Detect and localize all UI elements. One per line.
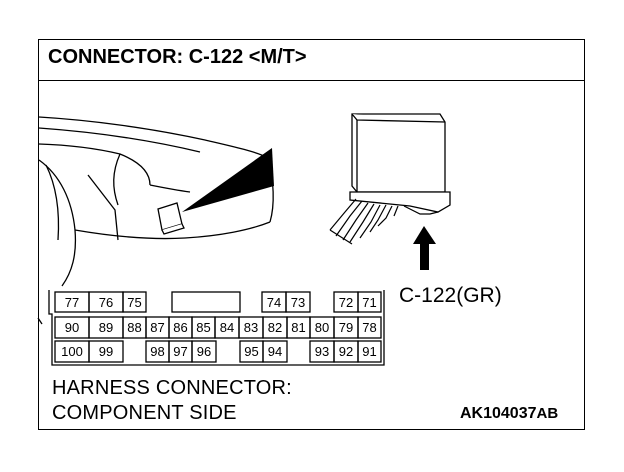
- reference-code-suffix: AB: [536, 405, 559, 422]
- title-divider: [38, 80, 585, 81]
- figure-reference-code: AK104037AB: [460, 405, 558, 423]
- up-arrow-icon: [413, 226, 436, 270]
- harness-caption-line2: COMPONENT SIDE: [52, 402, 237, 424]
- reference-code-main: AK104037: [460, 405, 537, 422]
- connector-code-label: C-122(GR): [399, 284, 502, 307]
- pin-83: 83: [244, 320, 258, 335]
- harness-caption-line1: HARNESS CONNECTOR:: [52, 377, 292, 399]
- pin-89: 89: [99, 320, 113, 335]
- pin-85: 85: [196, 320, 210, 335]
- pin-81: 81: [291, 320, 305, 335]
- pin-96: 96: [197, 344, 211, 359]
- pin-97: 97: [173, 344, 187, 359]
- dashboard-drawing: [38, 116, 274, 287]
- pin-95: 95: [244, 344, 258, 359]
- pin-100: 100: [61, 344, 83, 359]
- pin-86: 86: [173, 320, 187, 335]
- pin-73: 73: [291, 295, 305, 310]
- pin-75: 75: [127, 295, 141, 310]
- ecu-module: [349, 113, 451, 213]
- pin-92: 92: [339, 344, 353, 359]
- pin-90: 90: [65, 320, 79, 335]
- pin-84: 84: [220, 320, 234, 335]
- pin-99: 99: [99, 344, 113, 359]
- pin-layout: [37, 290, 385, 366]
- pin-87: 87: [150, 320, 164, 335]
- pin-77: 77: [65, 295, 79, 310]
- pin-numbers: 77 76 75 74 73 72 71 90 89 88 87 86 85 8…: [61, 295, 377, 359]
- wire-harness: [329, 198, 439, 245]
- pin-91: 91: [362, 344, 376, 359]
- location-pointer: [182, 148, 274, 212]
- connector-title: CONNECTOR: C-122 <M/T>: [48, 46, 307, 68]
- pin-79: 79: [339, 320, 353, 335]
- pin-74: 74: [267, 295, 281, 310]
- pin-72: 72: [339, 295, 353, 310]
- pin-94: 94: [268, 344, 282, 359]
- pin-82: 82: [268, 320, 282, 335]
- dashboard-connector-box: [157, 202, 185, 235]
- pin-80: 80: [315, 320, 329, 335]
- pin-98: 98: [150, 344, 164, 359]
- pin-76: 76: [99, 295, 113, 310]
- pin-78: 78: [362, 320, 376, 335]
- pin-71: 71: [362, 295, 376, 310]
- pin-93: 93: [315, 344, 329, 359]
- pin-88: 88: [127, 320, 141, 335]
